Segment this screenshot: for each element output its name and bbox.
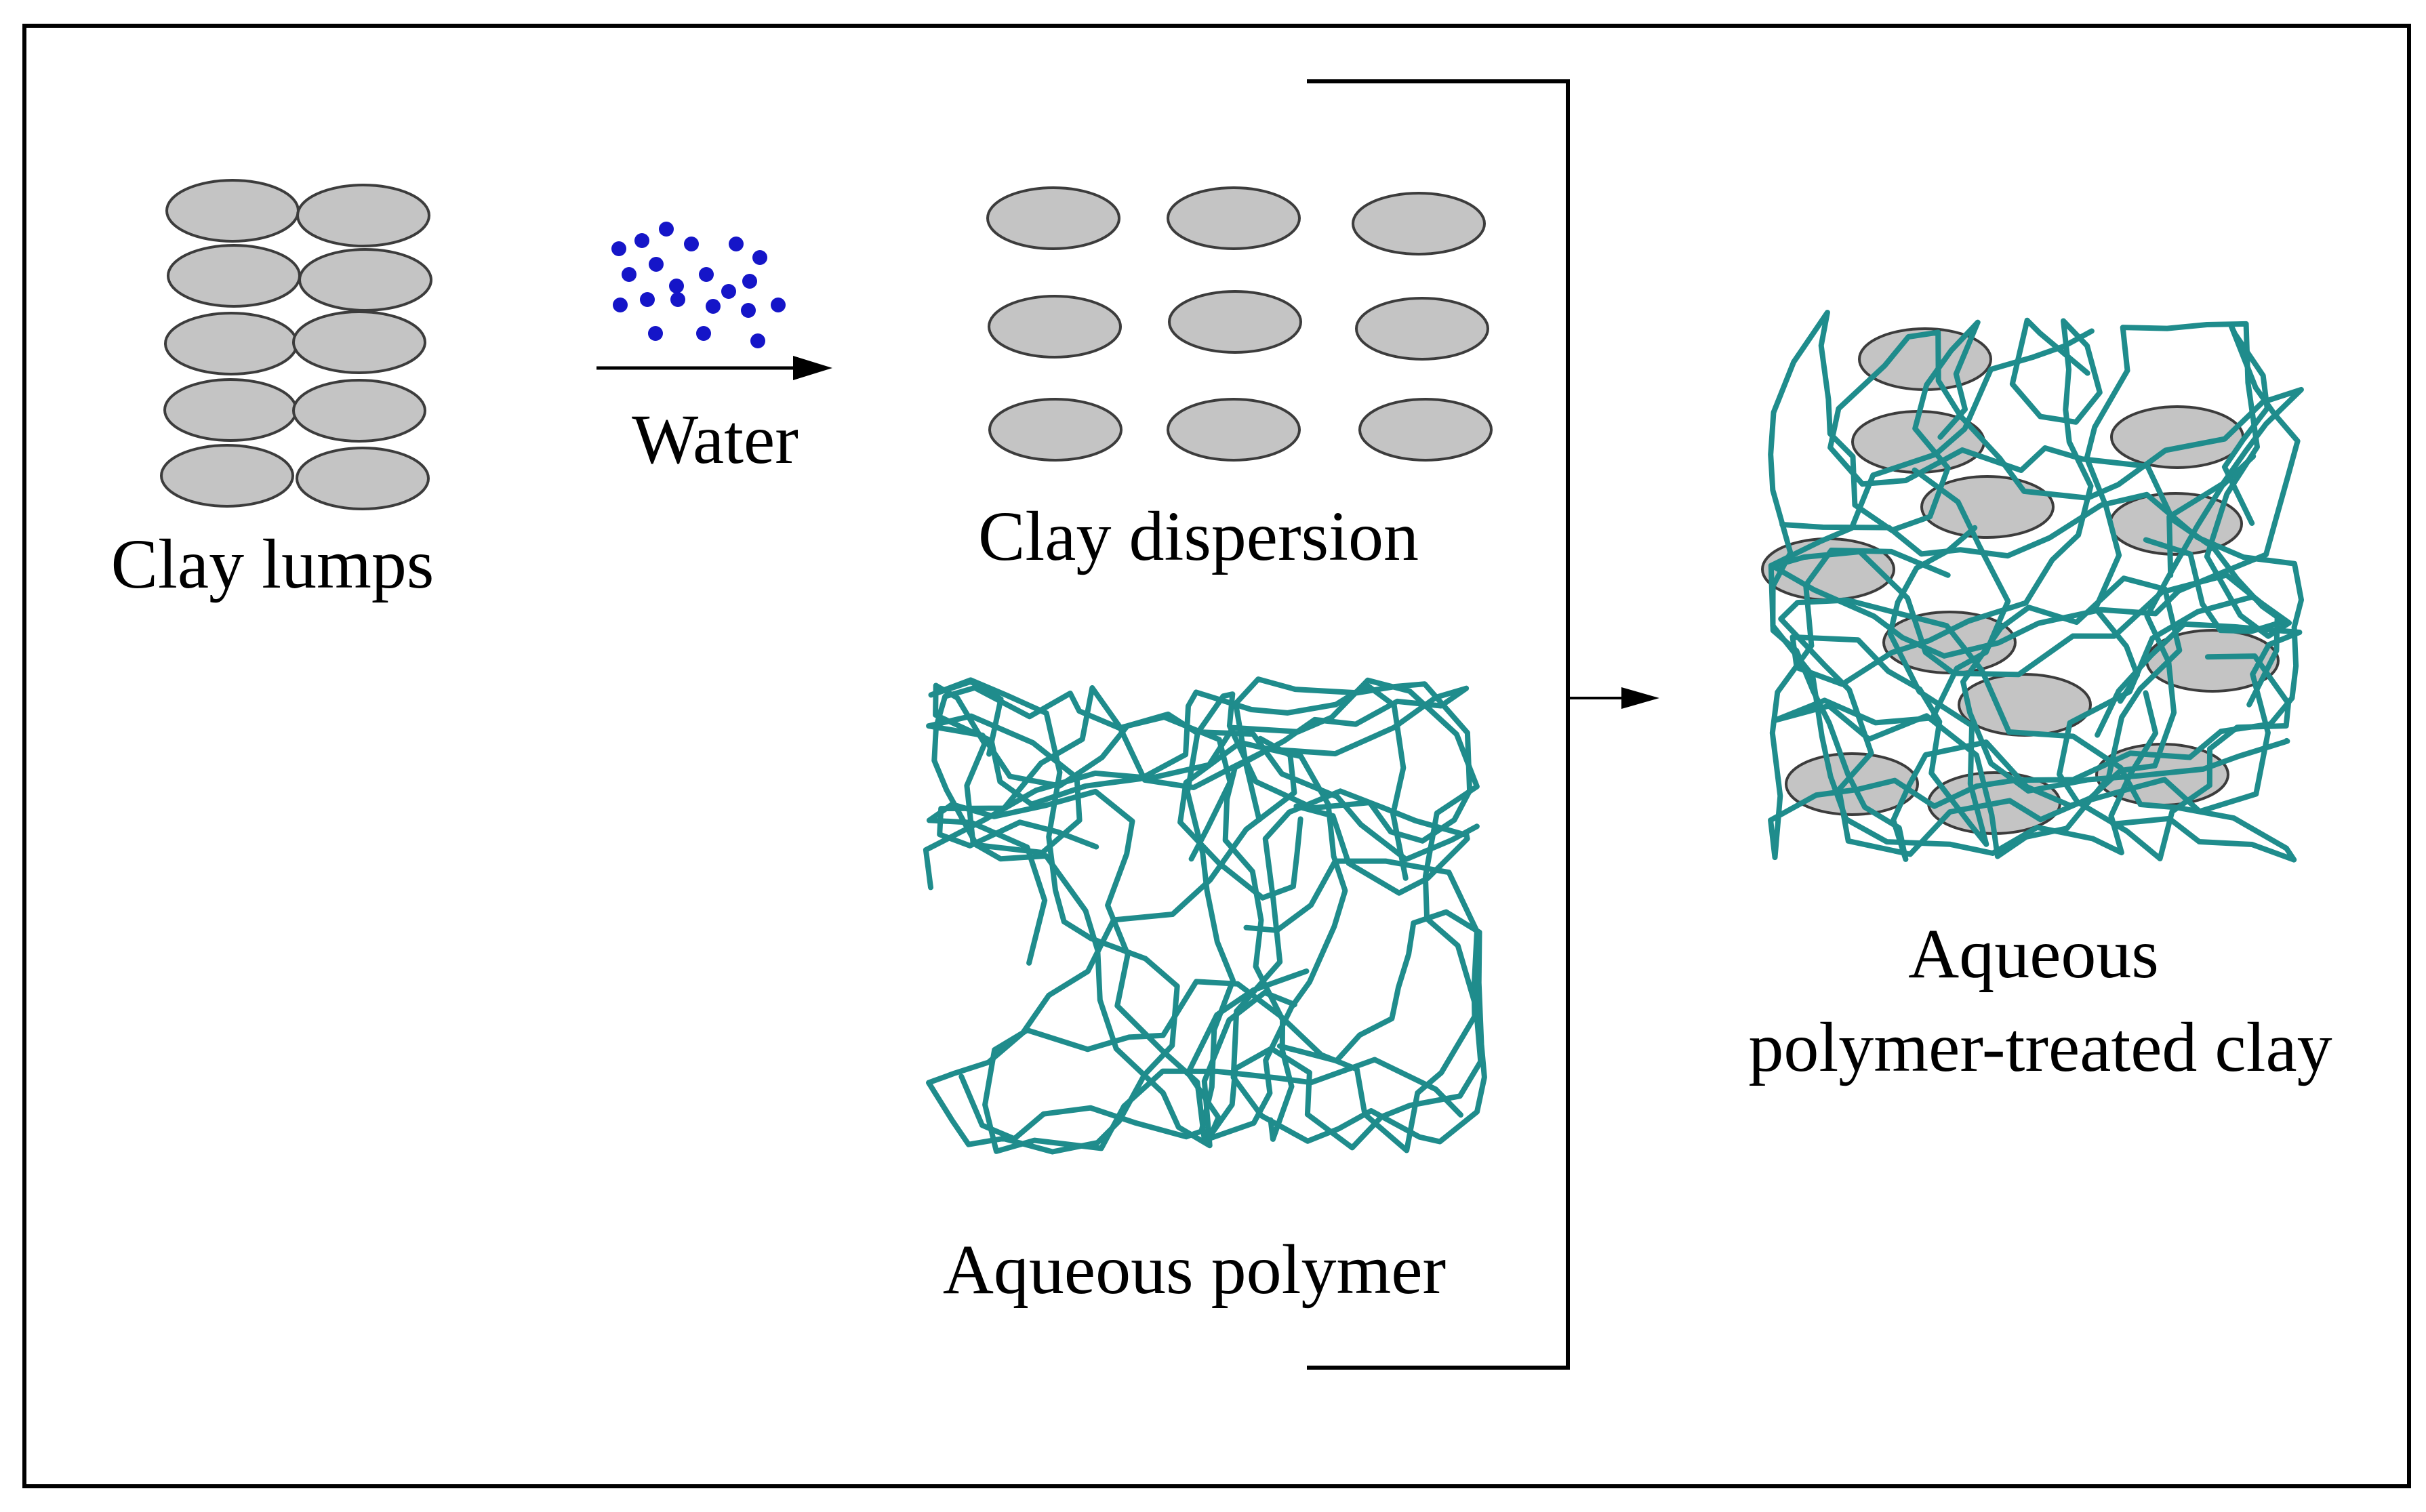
polymer-chain	[1770, 322, 2301, 708]
water-dot	[669, 279, 684, 293]
water-dot	[684, 237, 699, 251]
clay-particle	[986, 186, 1120, 250]
polymer-chain	[1768, 310, 2159, 856]
clay-particle	[296, 447, 430, 510]
polymer-chain	[982, 858, 1480, 1154]
aqueous-polymer-tangle	[923, 676, 1487, 1155]
label-treated-clay-line2: polymer-treated clay	[1748, 1008, 2332, 1086]
water-dot	[721, 284, 736, 299]
polymer-chain	[933, 682, 1409, 1149]
polymer-chain	[1768, 491, 2304, 861]
clay-lumps-stack	[160, 179, 432, 510]
clay-particle	[988, 295, 1122, 359]
water-dot	[648, 326, 663, 341]
label-treated-clay-line1: Aqueous	[1908, 915, 2159, 993]
clay-particle	[1920, 475, 2055, 539]
water-dot	[752, 250, 767, 265]
result-arrow	[1568, 687, 1659, 709]
water-dot	[622, 267, 636, 282]
water-dot	[670, 292, 685, 307]
clay-particle	[298, 248, 432, 312]
water-dot	[729, 237, 744, 251]
water-arrow	[597, 356, 832, 380]
polymer-chain	[958, 676, 1473, 1142]
polymer-chain	[926, 677, 1297, 1155]
polymer-chain	[1768, 328, 2303, 862]
water-dot	[750, 333, 765, 348]
clay-particle	[163, 378, 298, 442]
water-dot	[613, 298, 628, 312]
water-dot	[699, 267, 714, 282]
water-dot	[640, 292, 655, 307]
clay-particle	[1168, 290, 1302, 354]
water-dot	[696, 326, 711, 341]
polymer-chain	[926, 739, 1348, 1143]
clay-particle	[1358, 398, 1493, 462]
polymer-chain	[923, 677, 1484, 1151]
polymer-chain	[937, 685, 1470, 1142]
water-dot	[649, 257, 664, 272]
water-dot	[771, 298, 786, 312]
clay-particle	[1352, 192, 1486, 256]
clay-particle	[1167, 186, 1301, 250]
polymer-chain	[1778, 453, 2297, 863]
clay-particle	[164, 312, 298, 375]
water-dot	[659, 222, 674, 237]
water-dot	[611, 241, 626, 256]
clay-particle	[1355, 297, 1489, 361]
treated-clay-polymer-network	[1768, 310, 2304, 863]
clay-particle	[165, 179, 300, 243]
water-dot	[706, 299, 721, 314]
clay-particle	[988, 398, 1123, 462]
polymer-chain	[1790, 317, 2103, 847]
clay-particle	[292, 379, 426, 443]
combination-bracket	[1307, 79, 1570, 1370]
water-dot	[741, 303, 756, 318]
clay-particle	[292, 310, 426, 374]
clay-particle	[296, 184, 430, 247]
label-clay-lumps: Clay lumps	[111, 525, 434, 603]
clay-dispersion-grid	[986, 186, 1493, 462]
water-molecules	[611, 222, 786, 348]
polymer-chain	[1772, 467, 2290, 859]
label-water: Water	[632, 401, 798, 478]
water-dot	[742, 274, 757, 289]
clay-particle	[1167, 398, 1301, 462]
clay-particle	[160, 444, 294, 508]
outer-frame	[22, 24, 2411, 1488]
label-aqueous-polymer: Aqueous polymer	[943, 1231, 1446, 1309]
polymer-chain	[1230, 788, 1487, 1145]
label-clay-dispersion: Clay dispersion	[978, 497, 1419, 575]
clay-particle	[167, 244, 301, 308]
water-dot	[634, 233, 649, 248]
